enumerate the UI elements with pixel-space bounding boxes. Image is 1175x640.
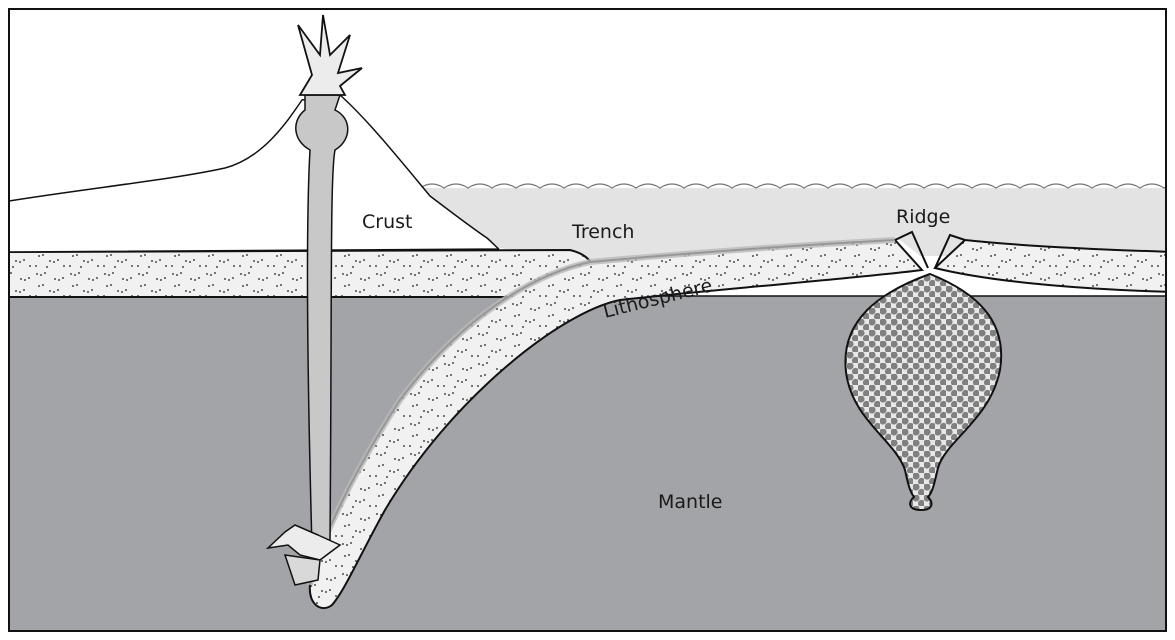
label-crust: Crust bbox=[362, 211, 412, 233]
eruption-burst bbox=[298, 15, 362, 95]
continental-plate bbox=[9, 250, 594, 297]
label-mantle: Mantle bbox=[658, 491, 723, 513]
wave-line bbox=[420, 184, 1175, 188]
label-ridge: Ridge bbox=[896, 206, 950, 228]
label-trench: Trench bbox=[571, 221, 634, 243]
continental-crust bbox=[9, 95, 499, 252]
